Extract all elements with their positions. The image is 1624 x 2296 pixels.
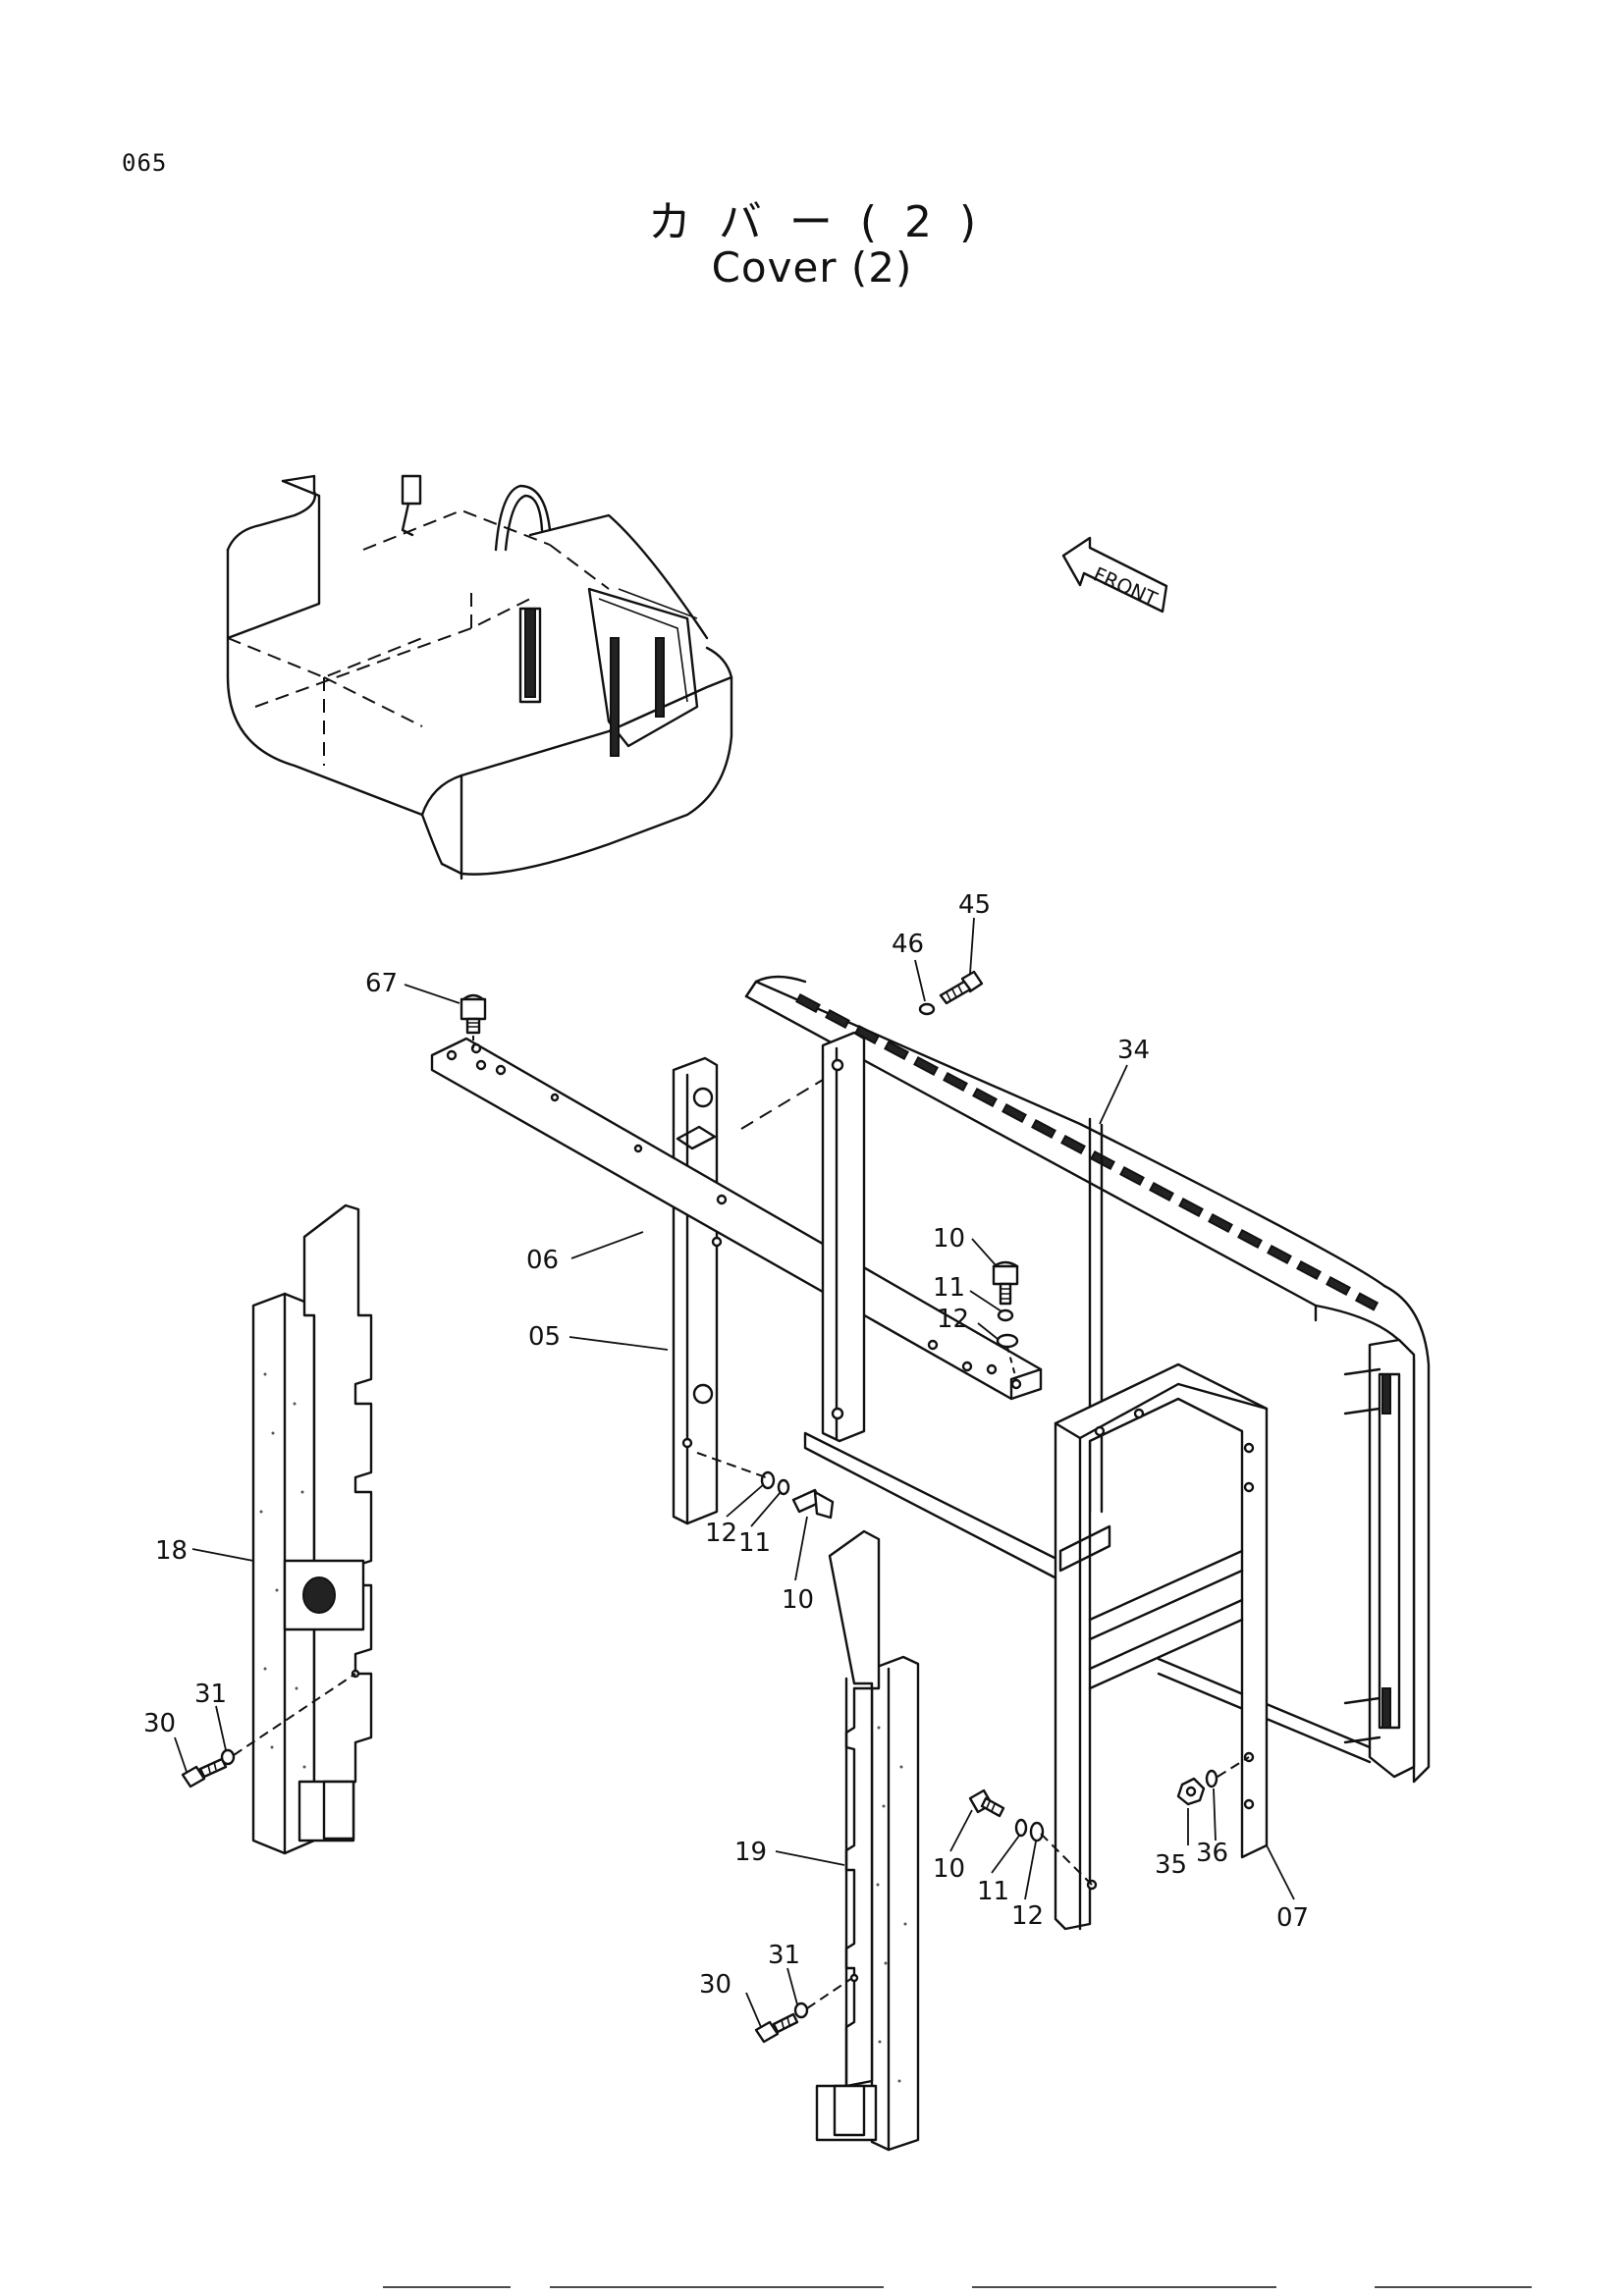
lockwasher-11-lower-icon [1014, 1818, 1028, 1838]
part-06-strap [430, 1037, 1043, 1401]
washer-31-left-icon [220, 1748, 236, 1766]
bolt-67-icon [460, 993, 487, 1035]
callout-11-lower: 11 [977, 1877, 1009, 1906]
washer-12-lower-icon [1029, 1821, 1045, 1842]
washer-36-icon [1205, 1769, 1218, 1789]
callout-31-left: 31 [194, 1680, 227, 1709]
part-07-frame [1054, 1362, 1269, 1931]
callout-67: 67 [365, 969, 398, 998]
callout-34: 34 [1117, 1036, 1150, 1065]
callout-18: 18 [155, 1536, 188, 1566]
washer-46-icon [918, 1002, 936, 1016]
washer-12-middle-icon [760, 1470, 776, 1490]
callout-35: 35 [1155, 1850, 1187, 1880]
callout-10-upper: 10 [933, 1224, 965, 1254]
callout-30-lower: 30 [699, 1970, 731, 2000]
panel-texture [259, 1372, 306, 1769]
washer-31-lower-icon [793, 2002, 809, 2019]
nut-35-icon [1176, 1777, 1206, 1806]
bolt-45-icon [939, 970, 984, 1005]
fasteners [181, 970, 1250, 2044]
page-number: 065 [122, 149, 168, 177]
part-34-louvered-cover [744, 975, 1431, 1784]
callout-labels: 67 46 45 34 06 05 10 11 12 12 11 10 18 3… [143, 890, 1309, 2000]
panel-texture [876, 1726, 907, 2083]
callout-19: 19 [734, 1838, 767, 1867]
callout-12-upper: 12 [937, 1305, 969, 1334]
callout-10-middle: 10 [782, 1585, 814, 1615]
part-18-side-panel [251, 1203, 373, 1855]
callout-05: 05 [528, 1322, 561, 1352]
callout-30-left: 30 [143, 1709, 176, 1738]
bolt-30-lower-icon [754, 2012, 799, 2044]
title-japanese: カバー(2) [647, 197, 1004, 247]
machine-overview-drawing [226, 474, 733, 881]
callout-12-middle: 12 [705, 1519, 737, 1548]
callout-10-lower: 10 [933, 1854, 965, 1884]
callout-11-upper: 11 [933, 1273, 965, 1303]
callout-12-lower: 12 [1011, 1901, 1044, 1931]
callout-31-lower: 31 [768, 1941, 800, 1970]
lockwasher-11-upper-icon [997, 1308, 1014, 1322]
title-english: Cover (2) [711, 243, 913, 292]
bolt-10-lower-icon [968, 1789, 1005, 1818]
front-arrow-icon: FRONT [1061, 536, 1168, 614]
callout-06: 06 [526, 1246, 559, 1275]
leader-lines [174, 917, 1295, 2028]
callout-46: 46 [892, 930, 924, 959]
bolt-10-upper-icon [992, 1260, 1019, 1306]
washer-12-upper-icon [996, 1333, 1019, 1349]
callout-07: 07 [1276, 1903, 1309, 1933]
bolt-30-left-icon [181, 1757, 228, 1789]
part-19-side-panel [815, 1529, 920, 2152]
lockwasher-11-middle-icon [777, 1478, 790, 1496]
callout-36: 36 [1196, 1839, 1228, 1868]
callout-45: 45 [958, 890, 991, 920]
callout-11-middle: 11 [738, 1528, 771, 1558]
bolt-10-middle-icon [791, 1488, 835, 1520]
